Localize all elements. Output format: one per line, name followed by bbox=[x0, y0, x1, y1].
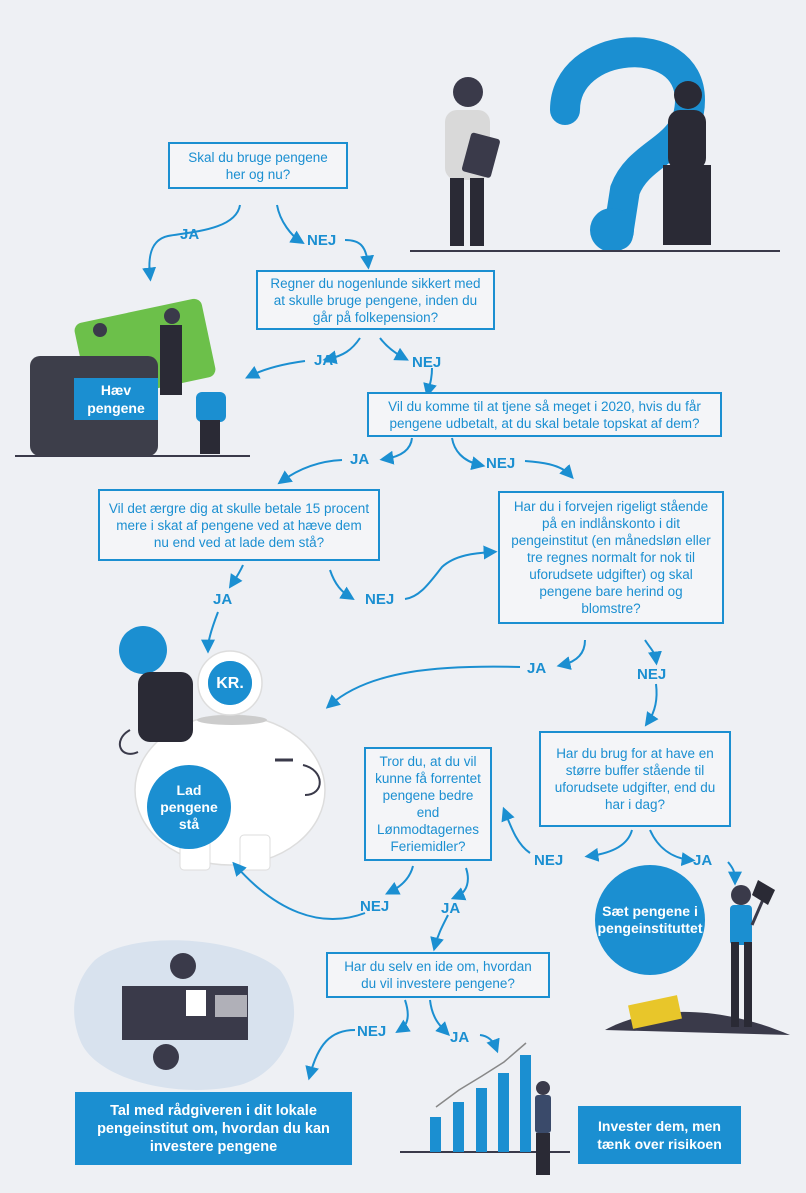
label-no-3: NEJ bbox=[486, 455, 516, 472]
result-tal-med-raadgiver: Tal med rådgiveren i dit lokale pengeins… bbox=[75, 1092, 352, 1165]
people-icon bbox=[410, 77, 780, 252]
bar-chart-icon bbox=[400, 1042, 570, 1175]
question-8: Har du selv en ide om, hvordan du vil in… bbox=[326, 952, 550, 998]
label-no-7: NEJ bbox=[360, 898, 390, 915]
label-yes-6: JA bbox=[693, 852, 713, 869]
result-haev-pengene: Hæv pengene bbox=[74, 378, 158, 420]
question-3: Vil du komme til at tjene så meget i 202… bbox=[367, 392, 722, 437]
label-yes-3: JA bbox=[350, 451, 370, 468]
label-yes-1: JA bbox=[180, 226, 200, 243]
question-6: Har du brug for at have en større buffer… bbox=[539, 731, 731, 827]
label-no-5: NEJ bbox=[637, 666, 667, 683]
question-1: Skal du bruge pengene her og nu? bbox=[168, 142, 348, 189]
label-no-1: NEJ bbox=[307, 232, 337, 249]
coin-kr-label: KR. bbox=[208, 661, 252, 705]
label-yes-4: JA bbox=[213, 591, 233, 608]
wallet-icon bbox=[15, 298, 250, 457]
label-no-4: NEJ bbox=[365, 591, 395, 608]
question-7: Tror du, at du vil kunne få forrentet pe… bbox=[364, 747, 492, 861]
question-5: Har du i forvejen rigeligt stående på en… bbox=[498, 491, 724, 624]
label-yes-7: JA bbox=[441, 900, 461, 917]
label-no-2: NEJ bbox=[412, 354, 442, 371]
result-invester: Invester dem, men tænk over risikoen bbox=[578, 1106, 741, 1164]
result-saet-pengeinstitut: Sæt pengene i pengeinstituttet bbox=[595, 865, 705, 975]
meeting-icon bbox=[74, 940, 295, 1090]
flow-arrows bbox=[142, 204, 742, 1081]
question-2: Regner du nogenlunde sikkert med at skul… bbox=[256, 270, 495, 330]
label-yes-2: JA bbox=[314, 352, 334, 369]
label-yes-8: JA bbox=[450, 1029, 470, 1046]
label-yes-5: JA bbox=[527, 660, 547, 677]
result-lad-pengene-staa: Lad pengene stå bbox=[147, 765, 231, 849]
treasure-chest-icon bbox=[605, 880, 790, 1035]
question-4: Vil det ærgre dig at skulle betale 15 pr… bbox=[98, 489, 380, 561]
label-no-6: NEJ bbox=[534, 852, 564, 869]
label-no-8: NEJ bbox=[357, 1023, 387, 1040]
